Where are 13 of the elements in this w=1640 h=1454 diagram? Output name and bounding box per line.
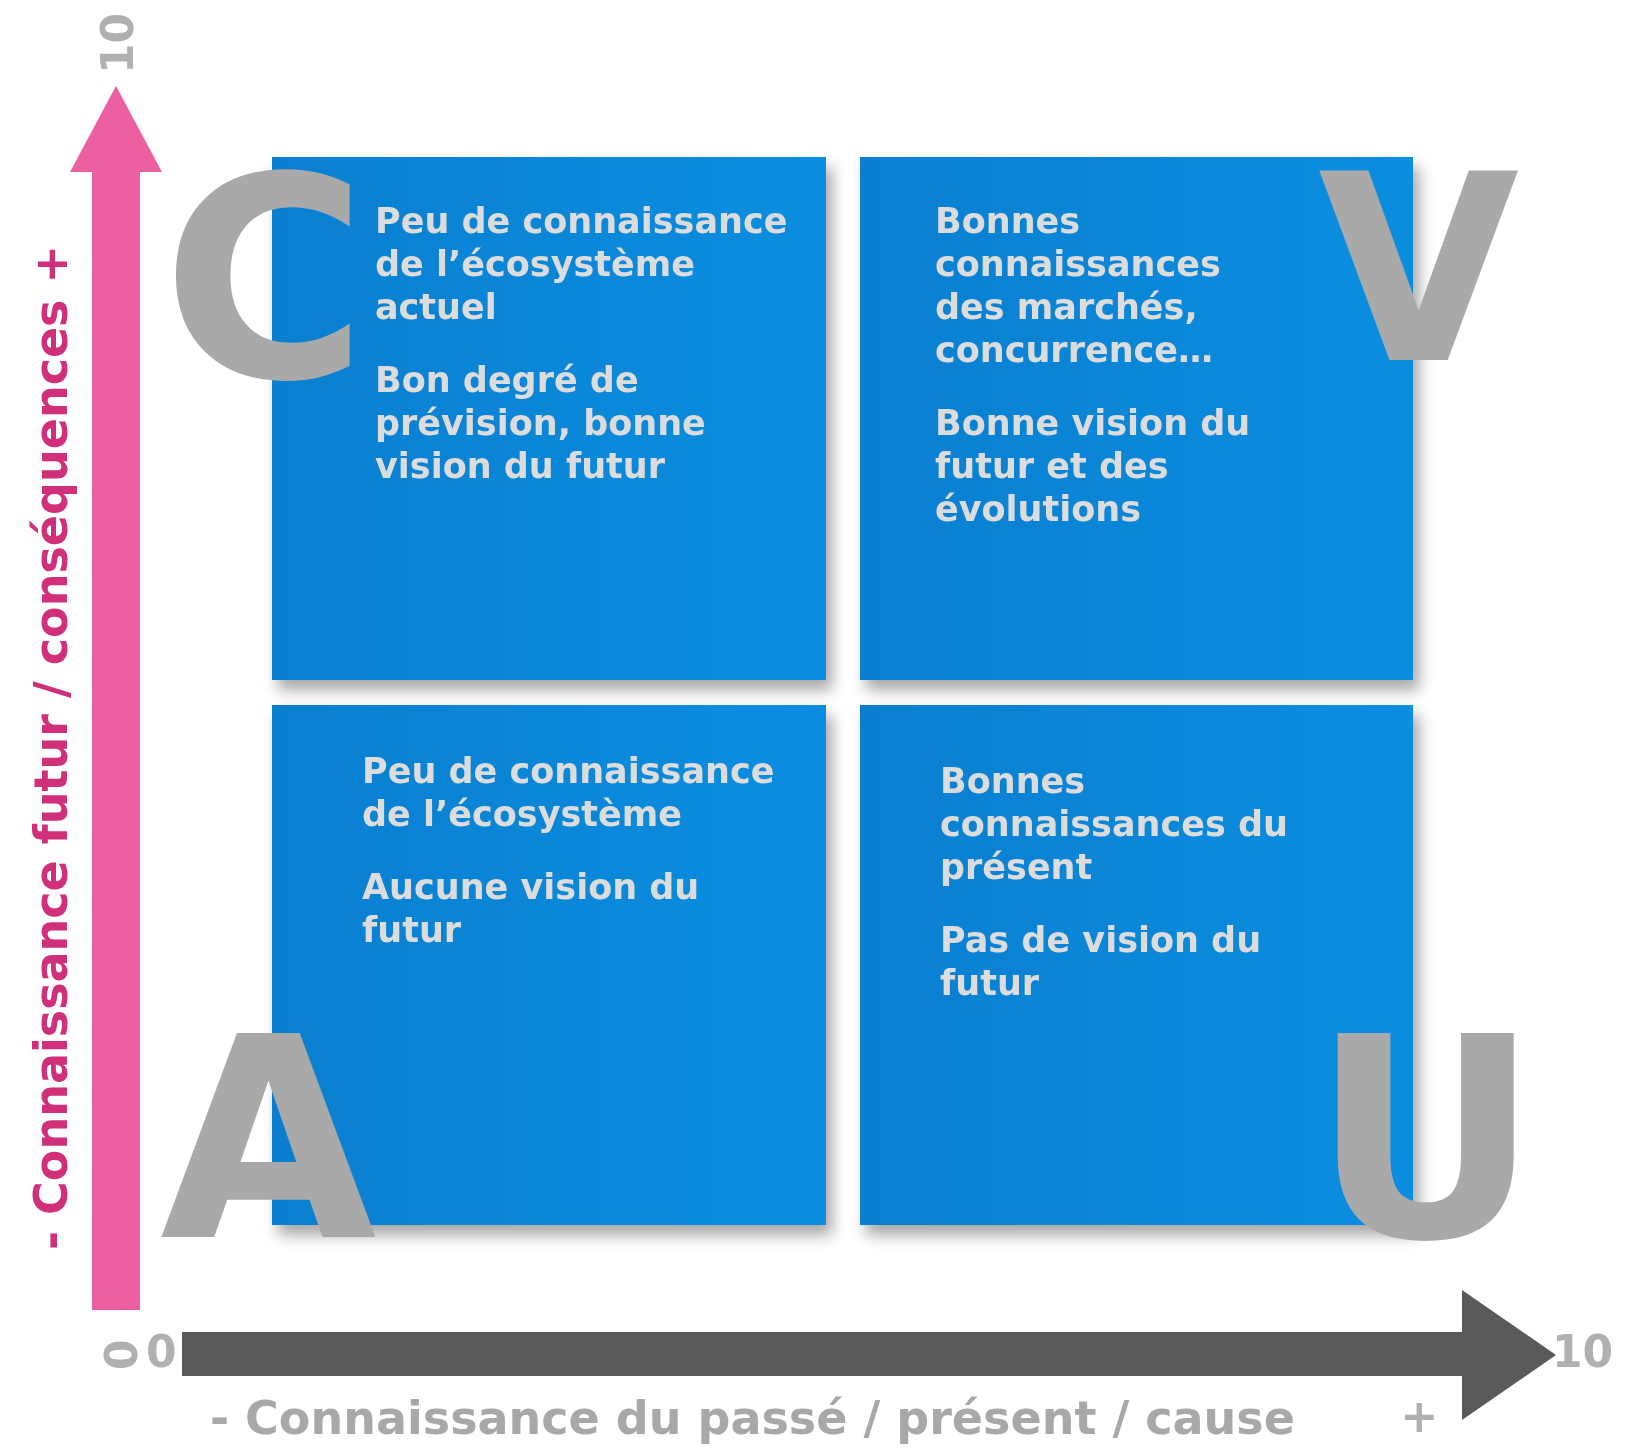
quadrant-text: Bonnes connaissances des marchés, concurrence… (935, 200, 1222, 372)
axis-tick-label: + (1400, 1393, 1439, 1439)
quadrant-text: Bonne vision du futur et des évolutions (935, 402, 1252, 531)
quadrant-text: Pas de vision du futur (940, 919, 1263, 1005)
quadrant-text: Aucune vision du futur (362, 866, 701, 952)
quadrant-text: Bonnes connaissances du présent (940, 760, 1289, 889)
axis-tick-label: 0 (146, 1330, 177, 1374)
axis-tick-label: 10 (96, 12, 140, 74)
quadrant-text: Peu de connaissance de l’écosystème actuel (375, 200, 789, 329)
quadrant-text: Bon degré de prévision, bonne vision du futur (375, 359, 707, 488)
axis-tick-label: 10 (1552, 1330, 1614, 1374)
axis-tick-label: 0 (100, 1339, 144, 1370)
quadrant-text: Peu de connaissance de l’écosystème (362, 750, 776, 836)
